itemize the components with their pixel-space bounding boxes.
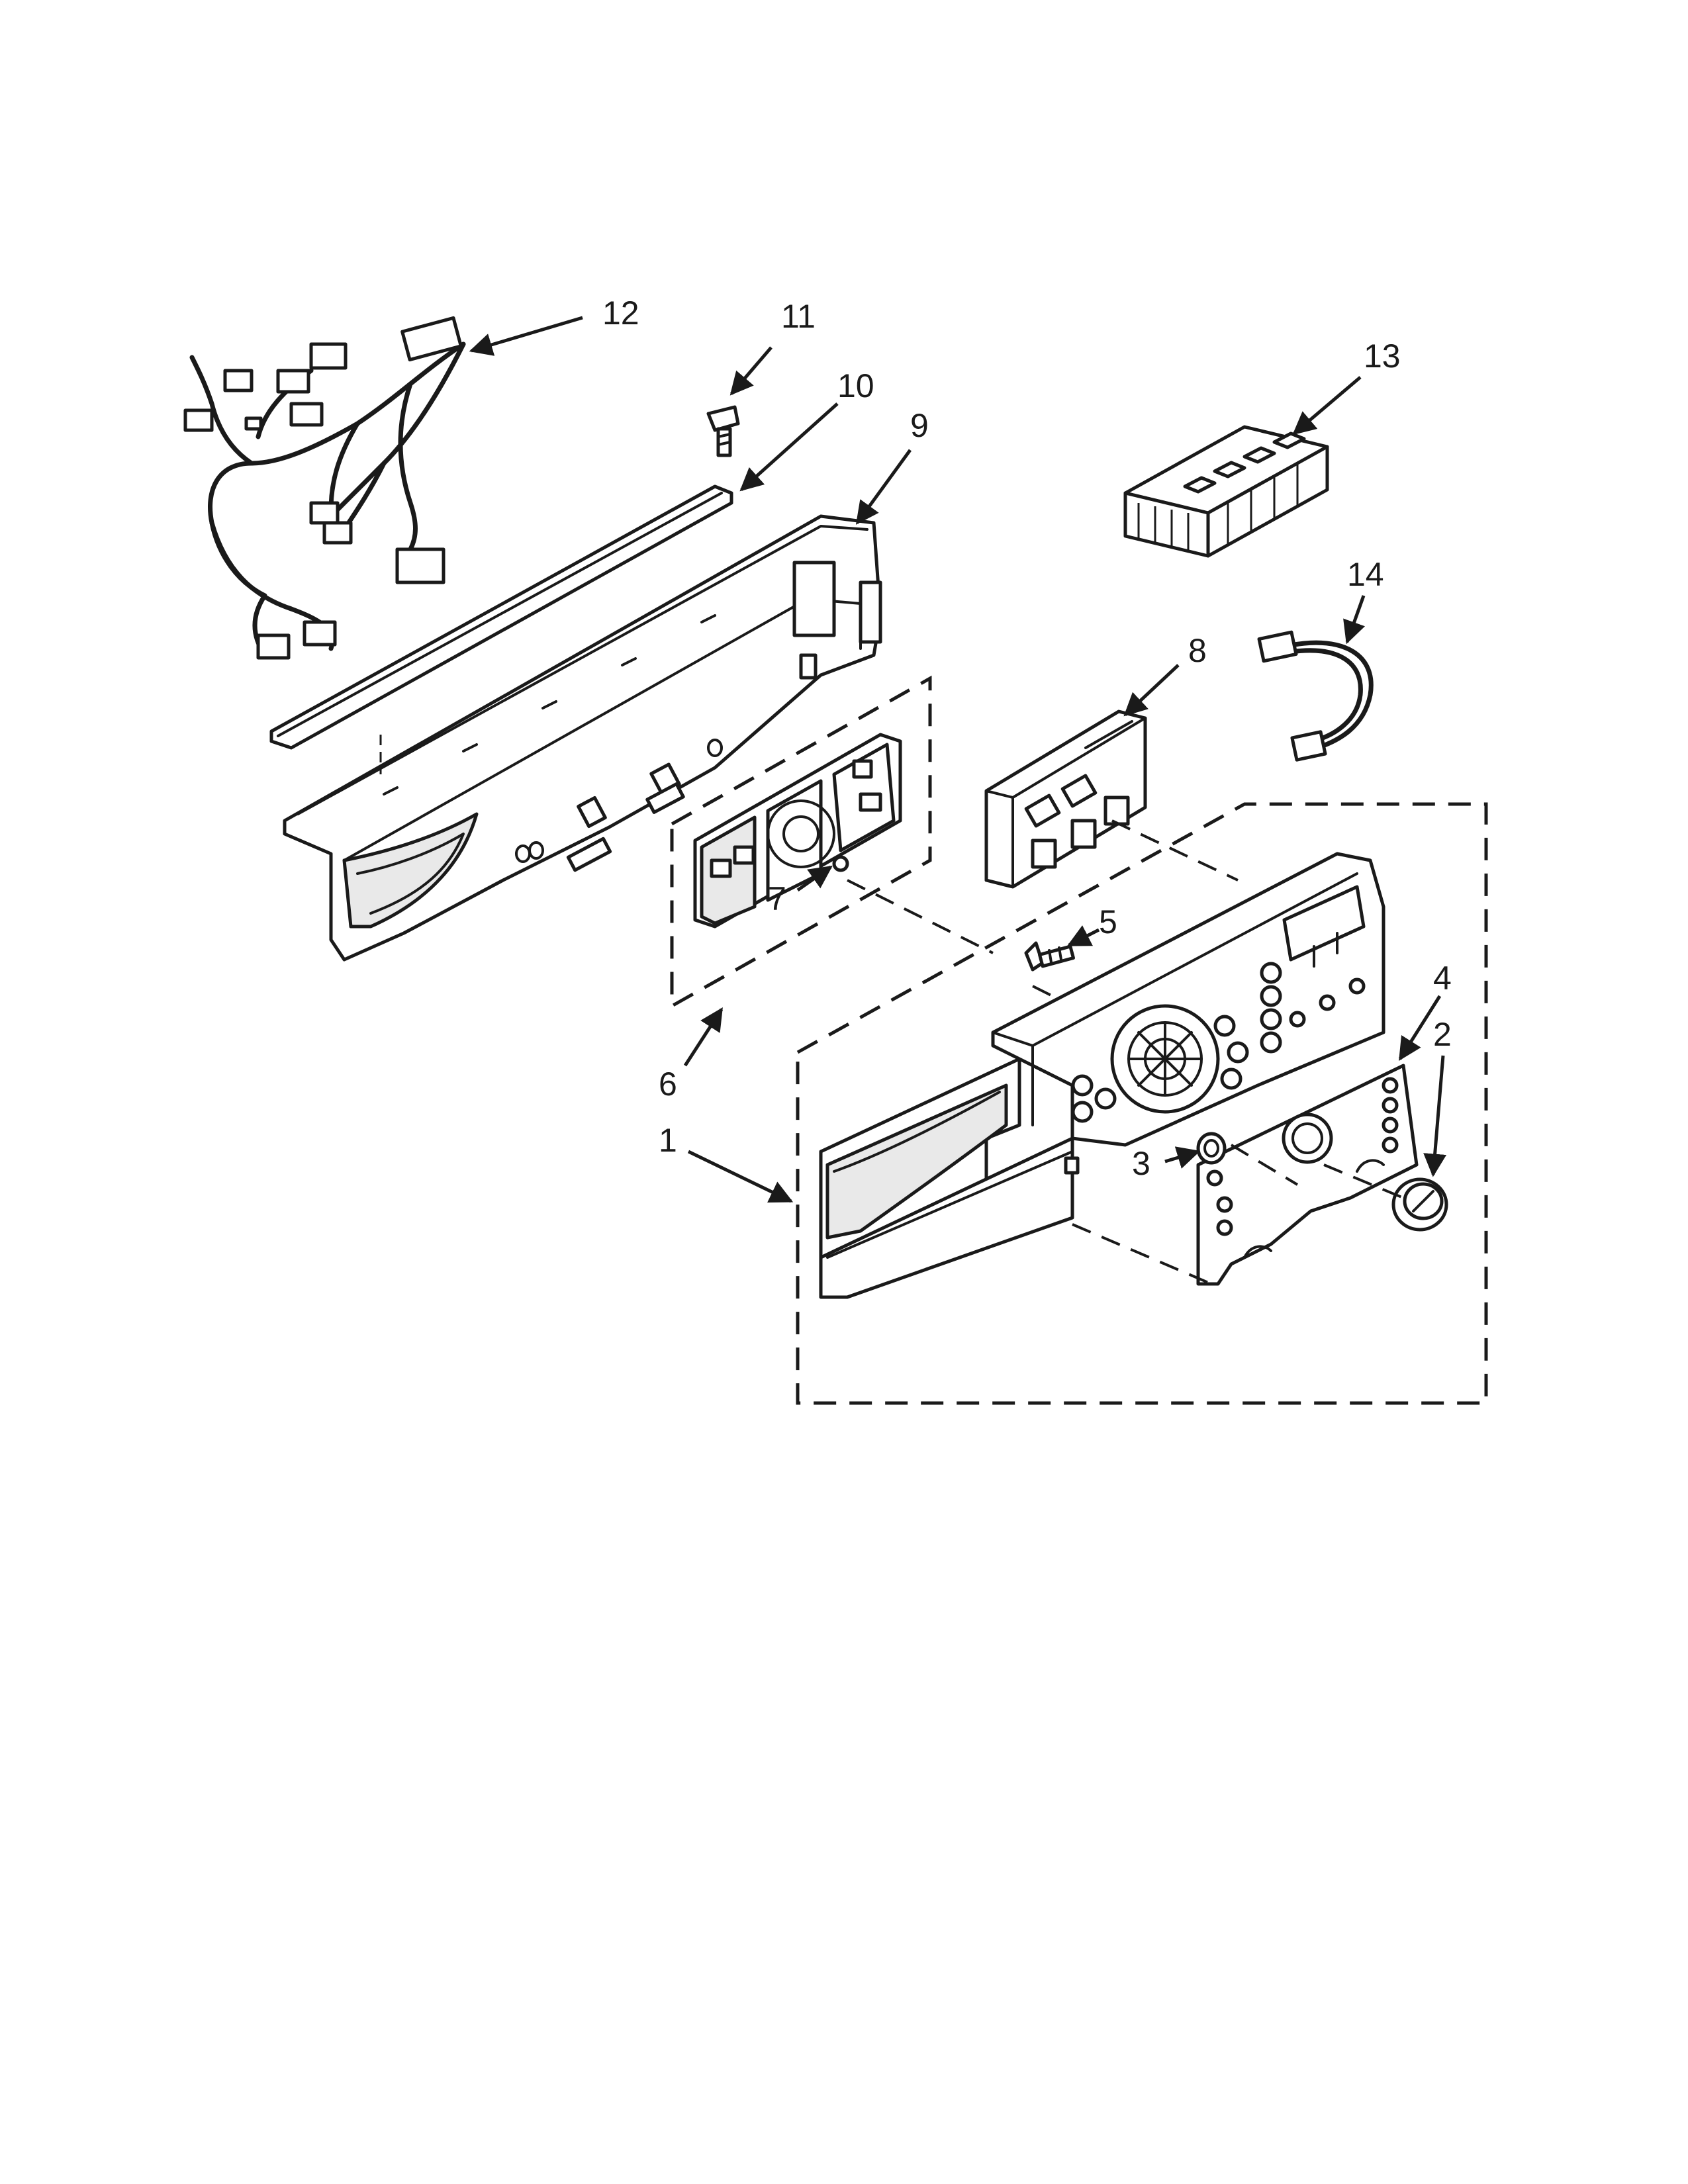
callout-14: 14 [1343, 556, 1384, 645]
alignment-lines [847, 819, 1404, 1285]
callout-label-13: 13 [1364, 338, 1401, 375]
callout-label-6: 6 [659, 1066, 677, 1103]
callout-10: 10 [739, 367, 874, 492]
callout-2: 2 [1423, 1016, 1452, 1177]
part-11-screw [706, 405, 740, 457]
part-4-overlay-panel [1196, 1064, 1419, 1286]
callout-3: 3 [1132, 1145, 1201, 1182]
callout-1: 1 [659, 1122, 794, 1203]
part-1-group-outline [796, 802, 1488, 1405]
callout-5: 5 [1066, 903, 1117, 947]
callout-label-8: 8 [1188, 632, 1207, 669]
callout-label-7: 7 [768, 880, 786, 917]
callout-label-4: 4 [1433, 960, 1452, 997]
callout-12: 12 [469, 295, 639, 356]
part-9-console-back-panel [283, 514, 882, 962]
callout-label-14: 14 [1347, 556, 1384, 593]
part-8-module [984, 709, 1147, 889]
part-5-screw [1024, 941, 1076, 972]
callout-label-1: 1 [659, 1122, 677, 1159]
part-7-control-board [693, 733, 902, 929]
callout-6: 6 [659, 1007, 724, 1103]
callout-13: 13 [1292, 338, 1401, 435]
callout-9: 9 [855, 407, 929, 525]
callout-label-2: 2 [1433, 1016, 1452, 1053]
callout-8: 8 [1123, 632, 1207, 717]
callout-label-10: 10 [837, 367, 874, 404]
callout-label-9: 9 [910, 407, 929, 444]
part-13-button-block [1123, 425, 1329, 558]
part-2-knob [1391, 1177, 1448, 1232]
part-10-rail [269, 484, 733, 750]
callout-4: 4 [1398, 960, 1452, 1061]
callout-label-3: 3 [1132, 1145, 1150, 1182]
part-3-small-knob [1196, 1132, 1227, 1165]
callout-label-12: 12 [602, 295, 639, 332]
callout-7: 7 [768, 865, 833, 917]
part-1-console-housing [819, 852, 1385, 1299]
part-14-small-harness [1257, 630, 1374, 762]
callout-label-5: 5 [1099, 903, 1117, 940]
callout-11: 11 [729, 298, 816, 396]
part-12-wire-harness [183, 316, 466, 660]
part-6-group-outline [670, 675, 932, 1009]
callout-label-11: 11 [781, 298, 816, 335]
